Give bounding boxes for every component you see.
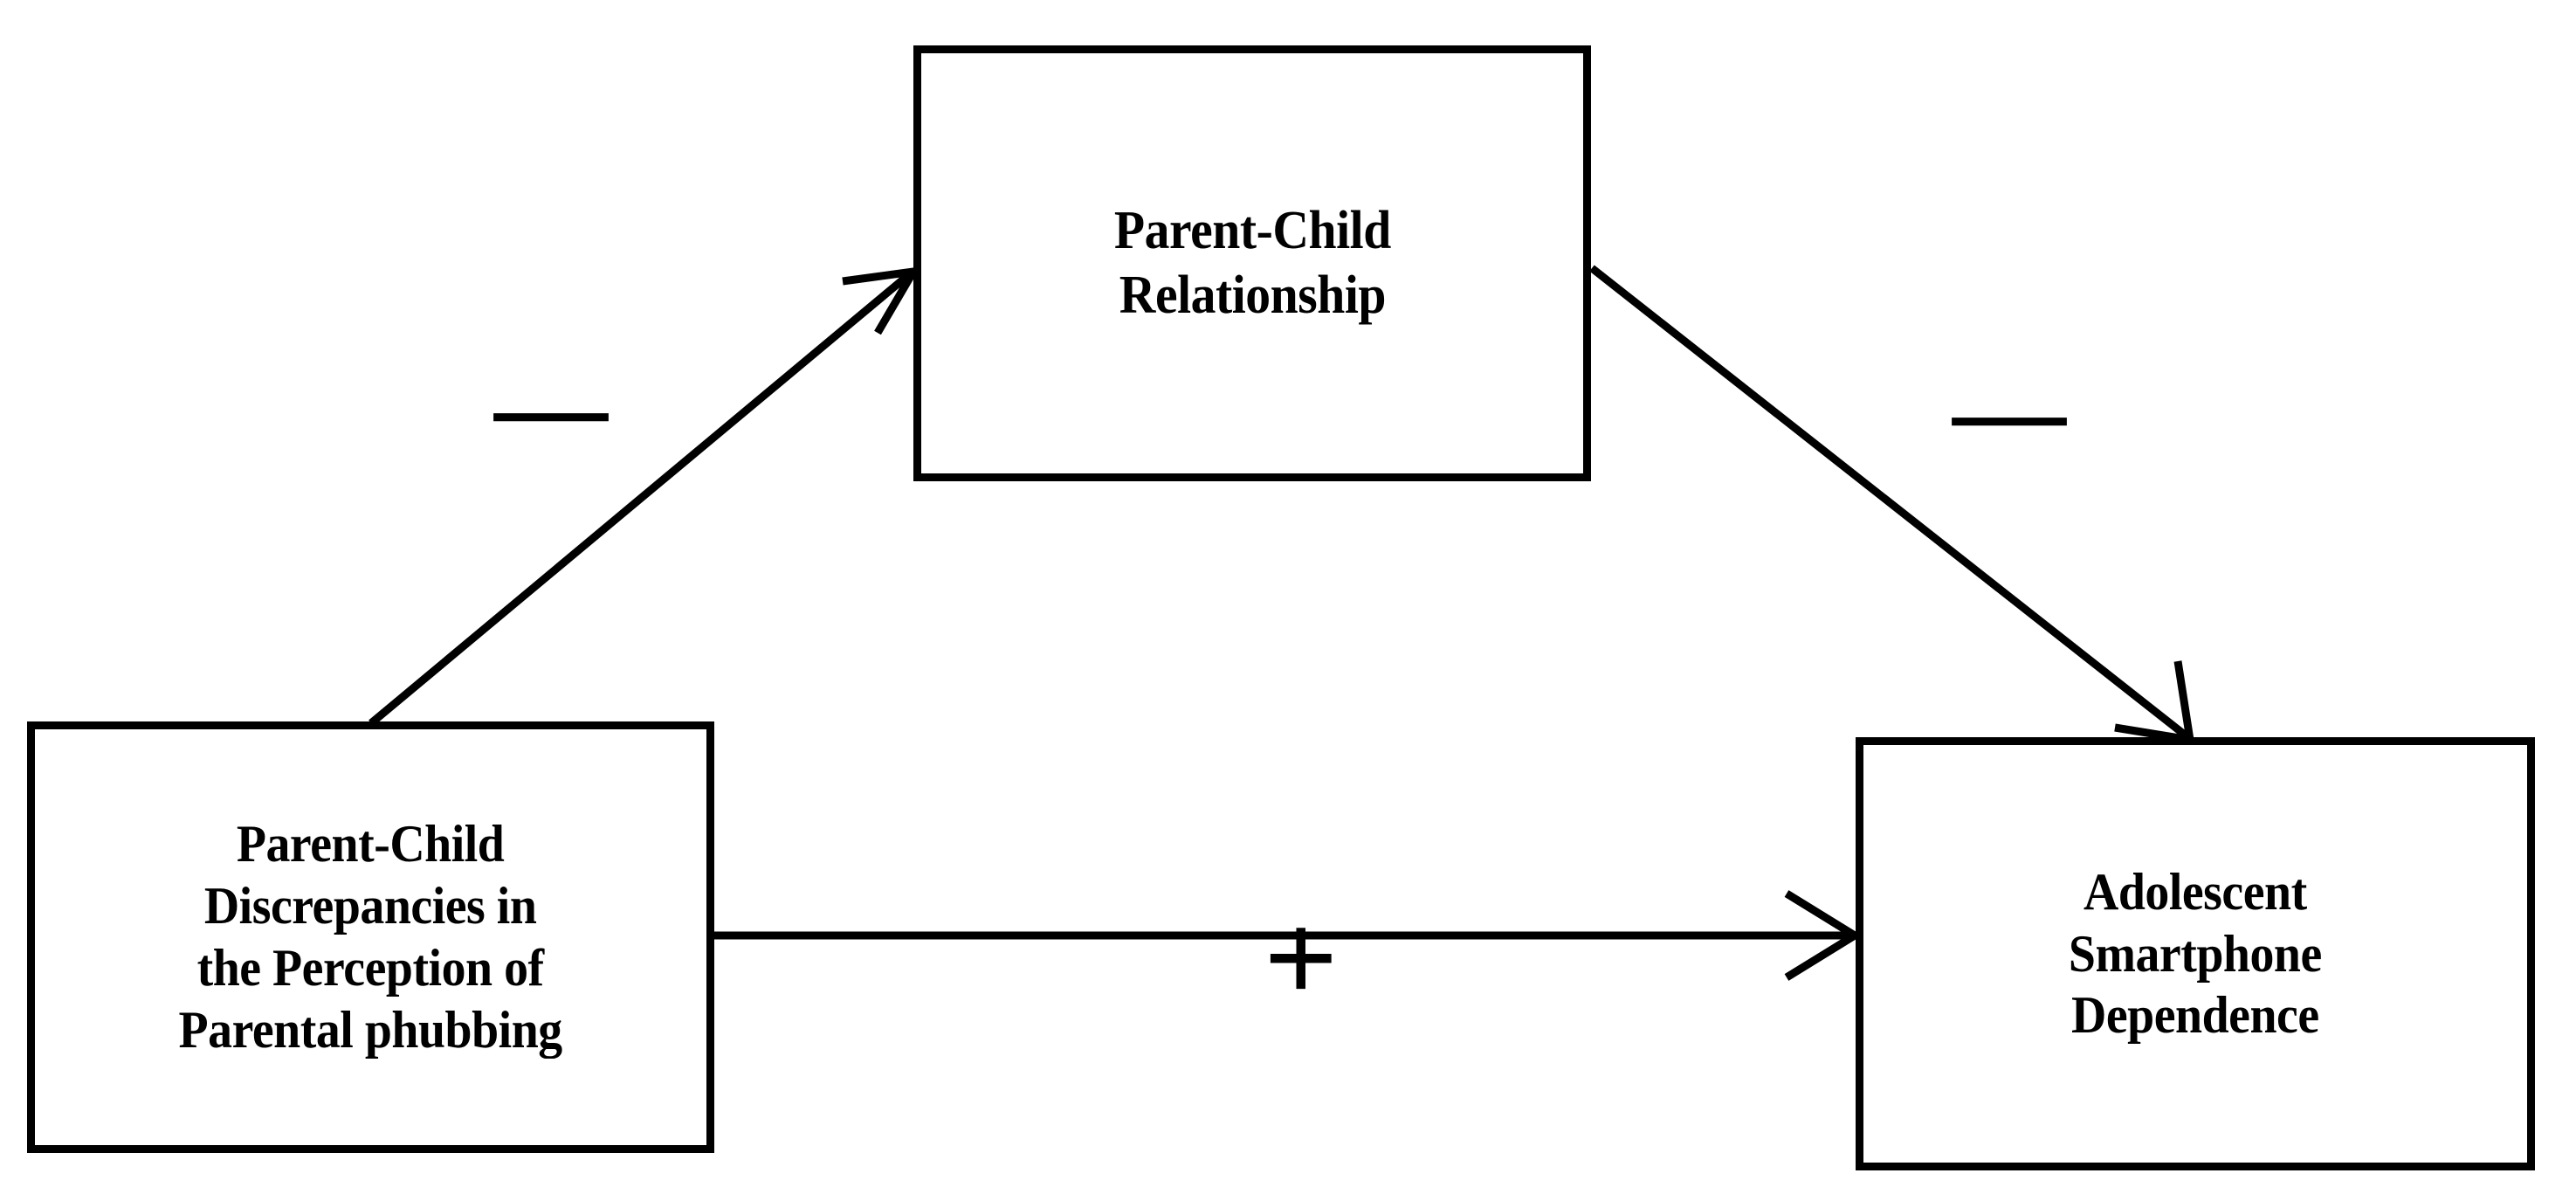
path-b-sign-negative: — — [1953, 348, 2066, 473]
node-box-mediator: Parent-Child Relationship — [913, 45, 1591, 481]
path-a-arrow — [368, 266, 921, 727]
node-box-predictor: Parent-Child Discrepancies in the Percep… — [27, 721, 714, 1153]
node-box-outcome: Adolescent Smartphone Dependence — [1856, 737, 2535, 1170]
node-label-predictor: Parent-Child Discrepancies in the Percep… — [178, 815, 563, 1059]
node-label-outcome: Adolescent Smartphone Dependence — [2069, 862, 2322, 1045]
node-label-mediator: Parent-Child Relationship — [1113, 201, 1391, 325]
path-b-arrow — [1589, 265, 2195, 745]
path-c-sign-positive: + — [1264, 886, 1339, 1031]
path-a-sign-negative: — — [494, 343, 608, 469]
path-c-arrow — [714, 890, 1863, 981]
